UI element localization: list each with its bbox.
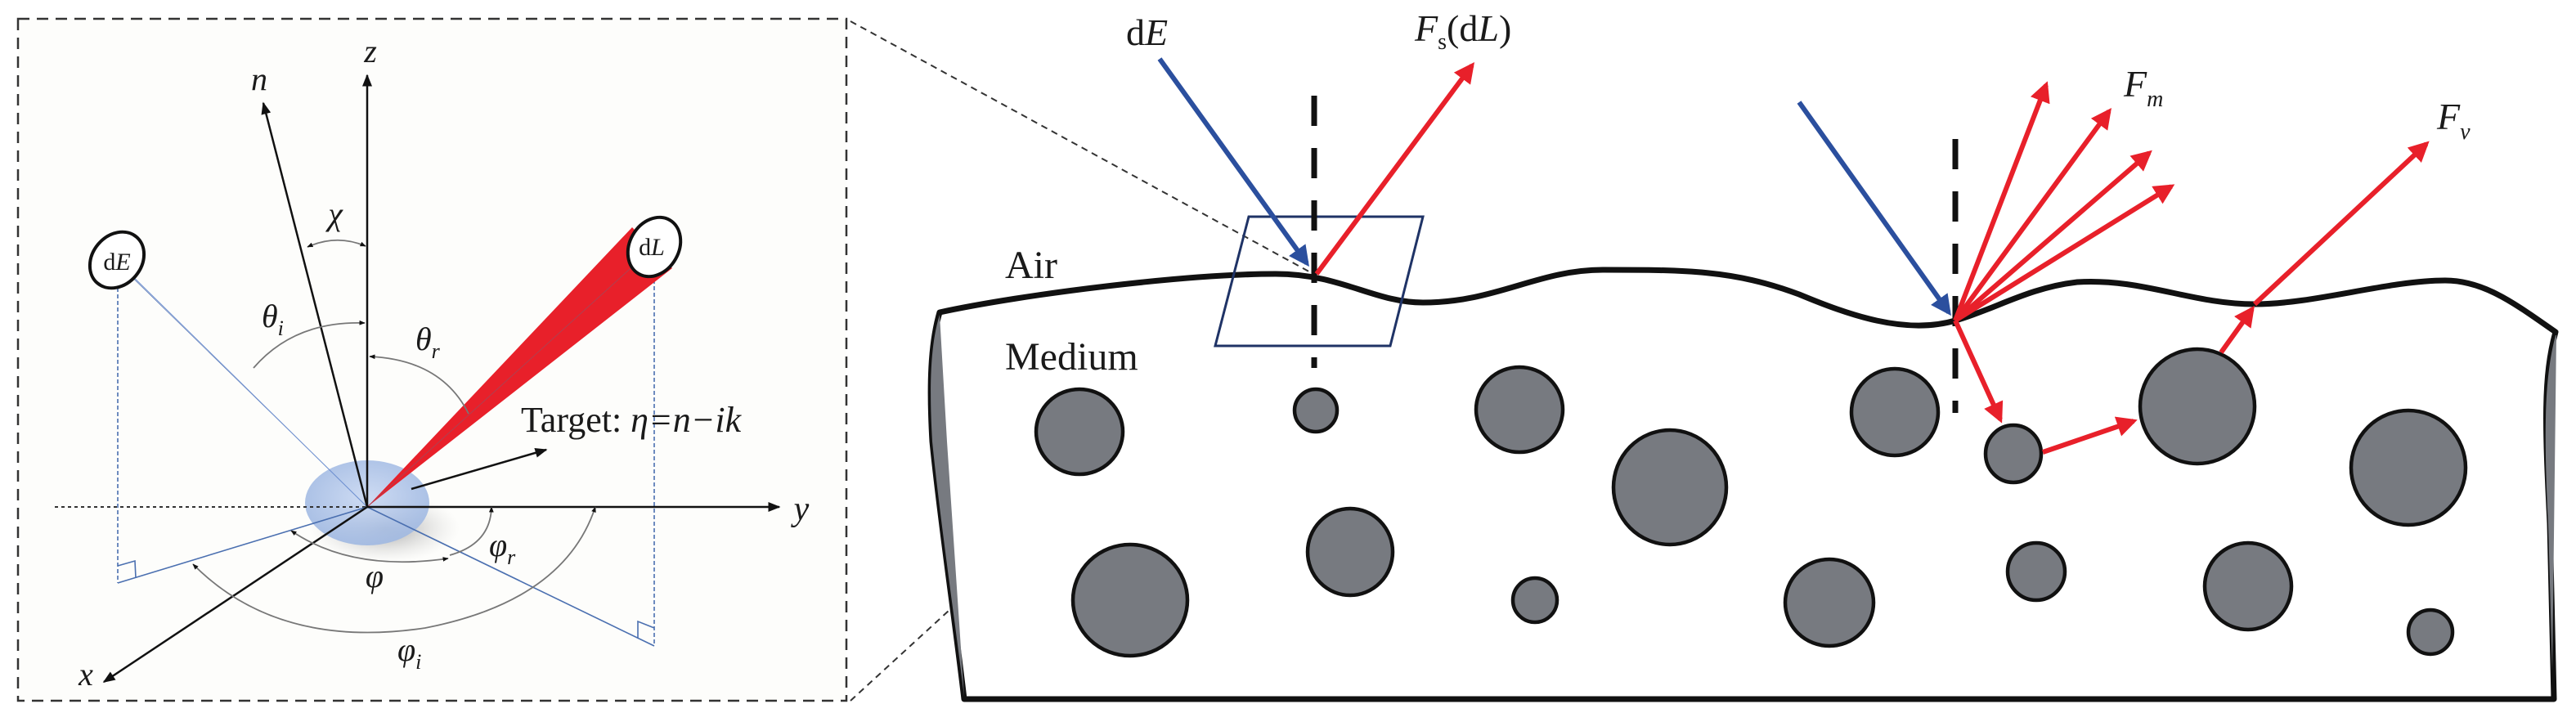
right-angle-mark-reflected — [637, 620, 655, 639]
particle — [1034, 387, 1125, 477]
x-axis-label: x — [78, 656, 93, 693]
phi-i-arc — [192, 506, 596, 634]
multiple-scatter-label: Fm — [2123, 63, 2163, 112]
multiple-scatter-ray — [1953, 107, 2112, 322]
phi-label: φ — [366, 558, 384, 594]
theta-i-label: θi — [262, 298, 284, 340]
phi-i-label: φi — [397, 631, 421, 674]
z-axis-label: z — [363, 33, 377, 70]
reflected-beam — [367, 227, 672, 507]
multiple-scatter-rays — [1953, 81, 2175, 323]
particle — [1783, 557, 1876, 648]
left-panel: dE dL z n y x χ θi θr φ φr φi Target: η=… — [16, 17, 848, 702]
right-panel: Air Medium dE Fs(dL) Fm Fv — [927, 7, 2559, 702]
specular-label: Fs(dL) — [1414, 7, 1511, 55]
medium-left-edge-shade — [931, 315, 964, 697]
particle — [2005, 540, 2067, 603]
incident-ray-1 — [1157, 57, 1309, 267]
specular-ray — [1314, 61, 1475, 276]
chi-label: χ — [325, 195, 343, 232]
normal-axis — [261, 101, 369, 508]
particle — [2202, 540, 2294, 632]
particle — [1849, 366, 1941, 458]
normal-axis-label: n — [251, 61, 267, 97]
particle — [1510, 576, 1560, 625]
particle — [1305, 506, 1395, 598]
incident-ray-2 — [1797, 101, 1951, 316]
medium-right-edge-shade — [2545, 335, 2556, 670]
phi-r-label: φr — [489, 527, 516, 569]
particle — [2349, 408, 2468, 527]
incident-label: dE — [1126, 11, 1168, 53]
air-label: Air — [1005, 244, 1057, 287]
volume-scatter-path — [1953, 141, 2430, 455]
medium-label: Medium — [1005, 335, 1138, 379]
theta-i-arc — [253, 320, 366, 369]
particle — [1474, 365, 1565, 455]
volume-scatter-label: Fv — [2436, 96, 2471, 145]
particle — [1983, 423, 2044, 485]
left-panel-frame — [16, 17, 848, 702]
refracted-ray — [1953, 319, 2004, 424]
particle — [2138, 347, 2257, 466]
multiple-scatter-ray — [1954, 150, 2152, 323]
multiple-scatter-ray — [1953, 81, 2050, 322]
incident-beam-aperture — [88, 230, 146, 290]
theta-r-arc — [369, 354, 469, 415]
particle — [1070, 542, 1190, 658]
right-angle-mark-incident — [117, 559, 137, 579]
chi-arc — [307, 239, 366, 248]
particle — [1292, 387, 1340, 434]
inter-particle-ray — [2042, 416, 2138, 455]
zoom-connector-top — [850, 20, 1314, 275]
particle — [1611, 428, 1729, 547]
y-axis-label: y — [791, 491, 810, 528]
reflected-beam-label: dL — [639, 234, 665, 261]
theta-r-label: θr — [415, 321, 441, 363]
particles — [1034, 347, 2468, 658]
multiple-scatter-ray — [1954, 184, 2175, 323]
target-label: Target: η=n−ik — [521, 400, 743, 440]
volume-ray — [2252, 141, 2430, 307]
target-pointer — [411, 448, 548, 491]
zoom-region-box — [1214, 215, 1425, 348]
incident-beam-label: dE — [103, 249, 130, 276]
exit-ray — [2219, 305, 2255, 354]
particle — [2406, 608, 2455, 657]
reflected-beam-aperture — [626, 215, 683, 279]
